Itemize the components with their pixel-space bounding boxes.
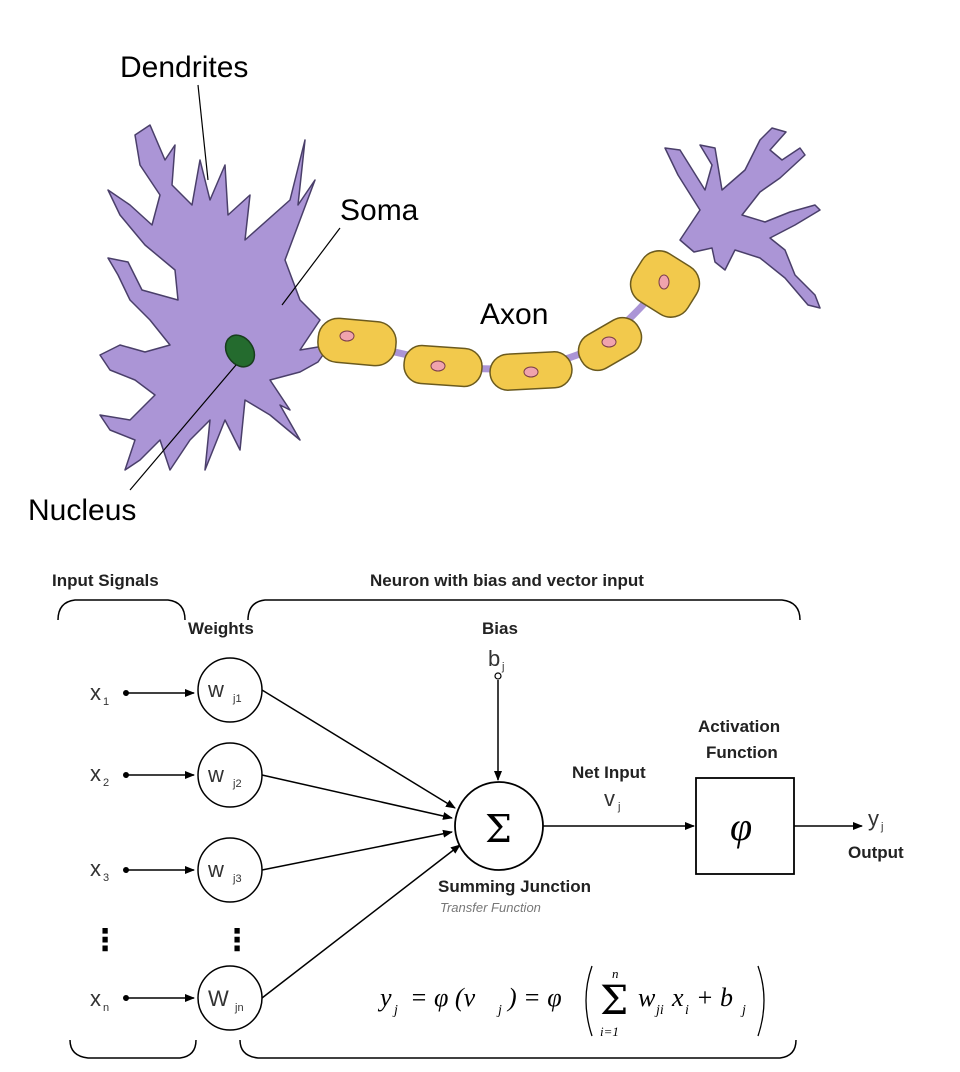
dendrites-label: Dendrites bbox=[120, 51, 248, 84]
bias-symbol: b bbox=[488, 646, 500, 671]
formula-term: w bbox=[638, 983, 656, 1012]
nucleus bbox=[224, 334, 256, 368]
summing-junction-label: Summing Junction bbox=[438, 877, 591, 896]
formula: y j = φ (v j ) = φ Σ n i=1 w ji x i + b … bbox=[377, 965, 765, 1039]
output-label: Output bbox=[848, 843, 904, 862]
axon-label: Axon bbox=[480, 298, 548, 331]
weight-sub: j3 bbox=[232, 873, 242, 885]
formula-term2: x bbox=[671, 983, 684, 1012]
neuron-brace bbox=[247, 599, 801, 621]
formula-eq2: ) = φ bbox=[506, 983, 562, 1012]
nucleus-leader bbox=[129, 364, 237, 491]
input-row: x 2 w j2 bbox=[90, 742, 263, 808]
input-sub: 2 bbox=[103, 777, 109, 789]
nucleus-label: Nucleus bbox=[28, 494, 136, 527]
weight-symbol: w bbox=[207, 677, 224, 702]
formula-lhs-sub: j bbox=[392, 1003, 398, 1018]
weight-symbol: w bbox=[207, 762, 224, 787]
weight-to-sum-arrows bbox=[261, 689, 461, 999]
myelin-dots bbox=[339, 274, 670, 378]
activation-label-line2: Function bbox=[706, 743, 778, 762]
neuron-label: Neuron with bias and vector input bbox=[370, 571, 644, 590]
net-input-symbol: v bbox=[604, 786, 615, 811]
weight-symbol: w bbox=[207, 857, 224, 882]
net-input-label: Net Input bbox=[572, 763, 646, 782]
dendrites bbox=[99, 124, 331, 471]
formula-lhs: y bbox=[377, 983, 392, 1012]
soma-label: Soma bbox=[340, 194, 419, 227]
input-sub: 1 bbox=[103, 696, 109, 708]
output-sub: j bbox=[880, 821, 883, 833]
axon-terminal bbox=[664, 127, 821, 309]
net-input-sub: j bbox=[617, 801, 620, 813]
input-row: x 3 w j3 bbox=[90, 837, 263, 903]
inputs-bottom-brace bbox=[69, 1039, 197, 1059]
input-symbol: x bbox=[90, 761, 101, 786]
activation-label-line1: Activation bbox=[698, 717, 780, 736]
weight-sub: j1 bbox=[232, 693, 242, 705]
input-ellipsis: ⋮ bbox=[90, 924, 120, 957]
input-symbol: x bbox=[90, 856, 101, 881]
input-signals-label: Input Signals bbox=[52, 571, 159, 590]
input-sub: 3 bbox=[103, 872, 109, 884]
weight-symbol: W bbox=[208, 986, 229, 1011]
weights-label: Weights bbox=[188, 619, 254, 638]
artificial-neuron: Input Signals Neuron with bias and vecto… bbox=[52, 571, 904, 1059]
bias-sub: j bbox=[501, 661, 504, 673]
activation-box bbox=[695, 777, 795, 875]
biological-neuron: Dendrites Soma Axon Nucleus bbox=[28, 51, 821, 527]
formula-eq1-sub: j bbox=[496, 1003, 502, 1018]
phi-symbol: φ bbox=[730, 804, 752, 849]
bias-label: Bias bbox=[482, 619, 518, 638]
soma-leader bbox=[281, 227, 341, 306]
formula-sum-sign: Σ bbox=[600, 978, 628, 1024]
input-row: x 1 w j1 bbox=[90, 657, 263, 723]
weight-ellipsis: ⋮ bbox=[222, 924, 252, 957]
input-row: x n W jn bbox=[90, 965, 263, 1031]
formula-sum-top: n bbox=[612, 966, 619, 981]
formula-term2-sub: i bbox=[685, 1003, 689, 1018]
weight-sub: j2 bbox=[232, 778, 242, 790]
transfer-function-label: Transfer Function bbox=[440, 900, 541, 915]
myelin-segment bbox=[317, 317, 397, 367]
input-symbol: x bbox=[90, 986, 101, 1011]
sigma-symbol: Σ bbox=[485, 807, 512, 851]
formula-sum-bottom: i=1 bbox=[600, 1024, 619, 1039]
weight-sub: jn bbox=[234, 1002, 244, 1014]
formula-term-sub: ji bbox=[654, 1003, 664, 1018]
dendrites-leader bbox=[197, 84, 209, 181]
output-symbol: y bbox=[868, 806, 879, 831]
formula-eq1: = φ (v bbox=[410, 983, 476, 1012]
input-symbol: x bbox=[90, 680, 101, 705]
input-sub: n bbox=[103, 1002, 109, 1014]
formula-plus-b-sub: j bbox=[740, 1003, 746, 1018]
input-signals-brace bbox=[57, 599, 186, 621]
formula-plus-b: + b bbox=[696, 983, 733, 1012]
neuron-bottom-brace bbox=[239, 1039, 797, 1059]
